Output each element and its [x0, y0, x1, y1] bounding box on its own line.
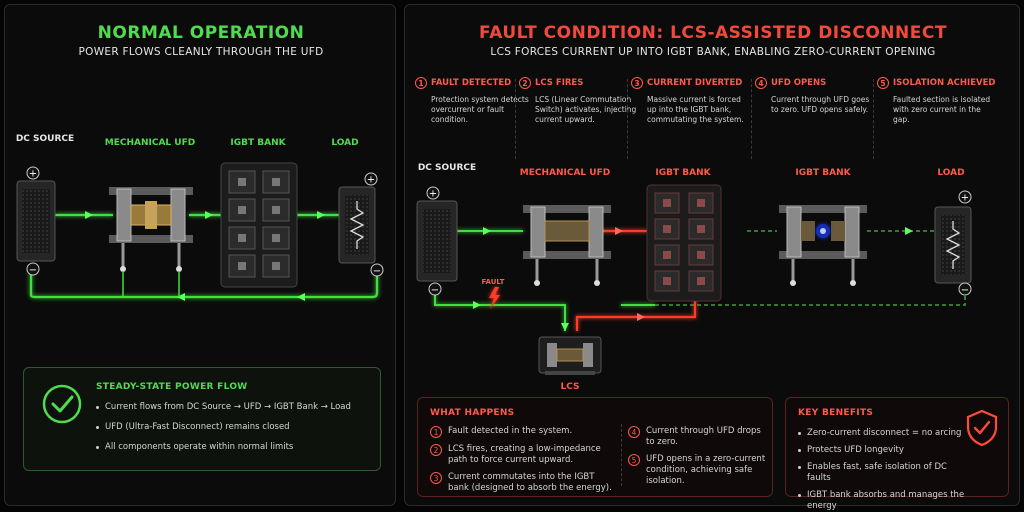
igbt-label: IGBT BANK: [230, 138, 286, 148]
dc-source-label: DC SOURCE: [16, 134, 74, 144]
column-divider: [621, 424, 622, 486]
list-item: Protects UFD longevity: [798, 445, 968, 456]
plus-terminal: +: [29, 169, 37, 180]
fault-subtitle: LCS FORCES CURRENT UP INTO IGBT BANK, EN…: [490, 46, 936, 58]
list-item: Current flows from DC Source → UFD → IGB…: [96, 402, 376, 413]
key-benefits-heading: KEY BENEFITS: [798, 408, 874, 418]
fault-label: FAULT: [482, 278, 505, 286]
step-divider: [751, 79, 752, 159]
svg-text:−: −: [431, 285, 439, 296]
step-divider: [873, 79, 874, 159]
ufd-label: MECHANICAL UFD: [520, 168, 610, 178]
normal-circuit-diagram: DC SOURCE MECHANICAL UFD IGBT BANK LOAD …: [16, 134, 384, 301]
mechanical-ufd: [109, 187, 193, 297]
fault-condition-panel: FAULT CONDITION: LCS-ASSISTED DISCONNECT…: [404, 4, 1020, 511]
key-benefits-list: Zero-current disconnect = no arcing Prot…: [798, 428, 968, 512]
list-item: Enables fast, safe isolation of DC fault…: [798, 462, 968, 484]
svg-text:−: −: [961, 285, 969, 296]
load-label: LOAD: [331, 138, 358, 148]
list-item: UFD (Ultra-Fast Disconnect) remains clos…: [96, 422, 376, 433]
igbt-bank-1-label: IGBT BANK: [655, 168, 711, 178]
lcs-switch: [538, 336, 602, 375]
steady-state-box: STEADY-STATE POWER FLOW Current flows fr…: [23, 367, 381, 471]
ufd-open-gap: [779, 205, 867, 286]
svg-text:+: +: [429, 189, 437, 200]
lightning-icon: [489, 287, 500, 309]
igbt-bank-active: [646, 184, 722, 302]
load-box: + −: [934, 190, 972, 296]
list-item: IGBT bank absorbs and manages the energy: [798, 490, 968, 512]
load-box: + −: [338, 172, 384, 277]
fault-title: FAULT CONDITION: LCS-ASSISTED DISCONNECT: [479, 23, 947, 43]
load-plus-terminal: +: [367, 175, 375, 186]
dc-source-label: DC SOURCE: [418, 163, 476, 173]
normal-operation-panel: NORMAL OPERATION POWER FLOWS CLEANLY THR…: [4, 4, 396, 506]
normal-title: NORMAL OPERATION: [97, 23, 305, 43]
steady-state-list: Current flows from DC Source → UFD → IGB…: [96, 402, 376, 453]
isolated-wire: [655, 230, 966, 306]
svg-text:+: +: [961, 193, 969, 204]
minus-terminal: −: [29, 265, 37, 276]
load-label: LOAD: [937, 168, 964, 178]
ufd-label: MECHANICAL UFD: [105, 138, 195, 148]
list-item: Zero-current disconnect = no arcing: [798, 428, 968, 439]
dc-source-box: + −: [416, 186, 458, 296]
step-divider: [515, 79, 516, 159]
main-current-wire: [29, 213, 379, 299]
checkmark-icon: [42, 384, 82, 424]
shield-check-icon: [966, 409, 998, 447]
dc-source-box: + −: [16, 166, 56, 276]
what-happens-heading: WHAT HAPPENS: [430, 408, 515, 418]
igbt-bank-2-label: IGBT BANK: [795, 168, 851, 178]
steady-state-heading: STEADY-STATE POWER FLOW: [96, 382, 248, 392]
flow-arrows: [85, 211, 325, 301]
green-flow-arrows: [473, 227, 913, 331]
load-minus-terminal: −: [373, 266, 381, 277]
fault-circuit-diagram: DC SOURCE MECHANICAL UFD IGBT BANK IGBT …: [416, 163, 972, 392]
normal-subtitle: POWER FLOWS CLEANLY THROUGH THE UFD: [78, 46, 324, 58]
lcs-label: LCS: [561, 382, 580, 392]
key-benefits-box: KEY BENEFITS Zero-current disconnect = n…: [785, 397, 1009, 511]
step-divider: [627, 79, 628, 159]
mechanical-ufd: [523, 205, 611, 286]
list-item: All components operate within normal lim…: [96, 442, 376, 453]
igbt-bank: [220, 162, 298, 288]
